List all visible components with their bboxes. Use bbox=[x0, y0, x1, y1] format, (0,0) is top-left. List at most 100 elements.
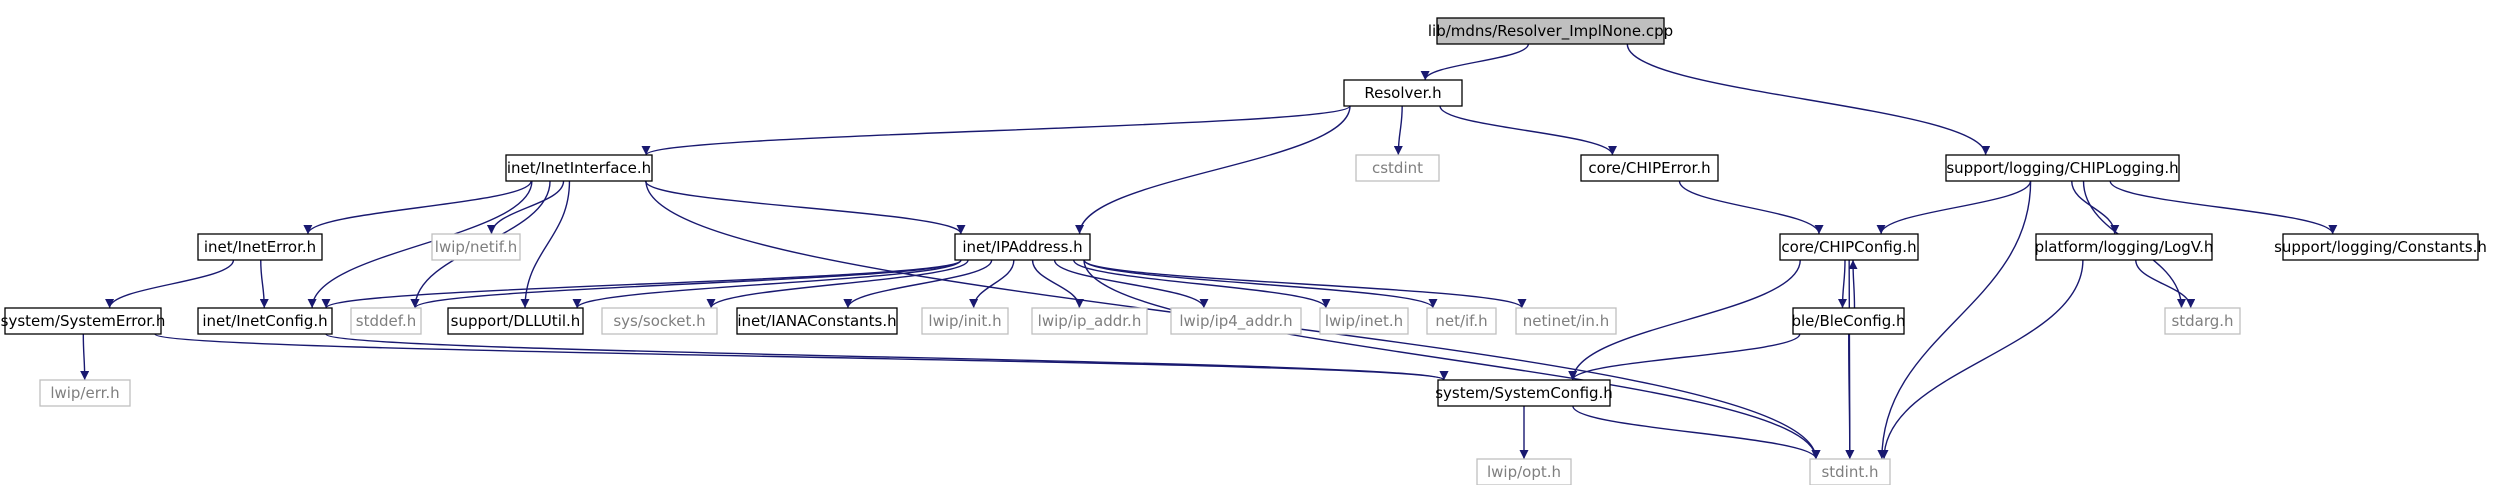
edge-support-logging-chiplogging-h-to-stdint-h bbox=[1877, 180, 2032, 460]
node-label: inet/InetInterface.h bbox=[507, 159, 651, 177]
node-box bbox=[2035, 233, 2213, 261]
edge-inet-ipaddress-h-to-inet-ianaconstants-h bbox=[843, 259, 993, 309]
node-box bbox=[1779, 233, 1919, 261]
node-lwip-init-h[interactable]: lwip/init.h bbox=[921, 307, 1009, 335]
edge-inet-inetinterface-h-to-inet-inetconfig-h bbox=[307, 180, 533, 309]
node-box bbox=[1031, 307, 1148, 335]
node-inet-inetconfig-h[interactable]: inet/InetConfig.h bbox=[197, 307, 333, 335]
node-support-dllutil-h[interactable]: support/DLLUtil.h bbox=[447, 307, 584, 335]
edge-ble-bleconfig-h-to-system-systemconfig-h bbox=[1568, 333, 1801, 381]
edge-platform-logging-logv-h-to-stdint-h bbox=[1879, 259, 2084, 460]
edge-core-chipconfig-h-to-ble-bleconfig-h bbox=[1838, 259, 1848, 309]
node-box bbox=[921, 307, 1009, 335]
node-support-logging-chiplogging-h[interactable]: support/logging/CHIPLogging.h bbox=[1945, 154, 2180, 182]
node-box bbox=[1343, 79, 1463, 107]
node-box bbox=[1580, 154, 1719, 182]
node-system-systemconfig-h[interactable]: system/SystemConfig.h bbox=[1435, 379, 1613, 407]
node-platform-logging-logv-h[interactable]: platform/logging/LogV.h bbox=[2035, 233, 2214, 261]
node-lwip-ip-addr-h[interactable]: lwip/ip_addr.h bbox=[1031, 307, 1148, 335]
edge-inet-inetinterface-h-to-lwip-netif-h bbox=[486, 180, 565, 235]
node-label: inet/InetError.h bbox=[204, 238, 316, 256]
node-box bbox=[1476, 458, 1572, 485]
node-support-logging-constants-h[interactable]: support/logging/Constants.h bbox=[2274, 233, 2487, 261]
node-box bbox=[4, 307, 162, 335]
edge-resolver-h-to-core-chiperror-h bbox=[1439, 105, 1617, 156]
edge-inet-ineterror-h-to-inet-inetconfig-h bbox=[259, 259, 269, 309]
node-inet-ineterror-h[interactable]: inet/InetError.h bbox=[197, 233, 323, 261]
node-inet-inetinterface-h[interactable]: inet/InetInterface.h bbox=[505, 154, 653, 182]
node-label: core/CHIPError.h bbox=[1588, 159, 1710, 177]
node-label: support/logging/CHIPLogging.h bbox=[1946, 159, 2178, 177]
node-stdint-h[interactable]: stdint.h bbox=[1809, 458, 1891, 485]
node-label: platform/logging/LogV.h bbox=[2035, 238, 2214, 256]
node-label: inet/IANAConstants.h bbox=[737, 312, 896, 330]
edge-lib-mdns-resolver-implnone-cpp-to-support-logging-chiplogging-h bbox=[1626, 43, 1991, 156]
node-label: lwip/netif.h bbox=[435, 238, 517, 256]
node-net-if-h[interactable]: net/if.h bbox=[1426, 307, 1497, 335]
node-label: support/logging/Constants.h bbox=[2274, 238, 2487, 256]
node-box bbox=[350, 307, 422, 335]
node-core-chiperror-h[interactable]: core/CHIPError.h bbox=[1580, 154, 1719, 182]
node-stddef-h[interactable]: stddef.h bbox=[350, 307, 422, 335]
node-system-systemerror-h[interactable]: system/SystemError.h bbox=[1, 307, 166, 335]
node-label: net/if.h bbox=[1435, 312, 1487, 330]
node-box bbox=[1437, 379, 1611, 407]
node-inet-ipaddress-h[interactable]: inet/IPAddress.h bbox=[954, 233, 1091, 261]
node-label: lwip/err.h bbox=[50, 384, 119, 402]
node-label: lib/mdns/Resolver_ImplNone.cpp bbox=[1428, 22, 1673, 41]
edge-platform-logging-logv-h-to-stdarg-h bbox=[2135, 259, 2196, 309]
node-resolver-h[interactable]: Resolver.h bbox=[1343, 79, 1463, 107]
edge-system-systemerror-h-to-lwip-err-h bbox=[80, 333, 90, 381]
node-sys-socket-h[interactable]: sys/socket.h bbox=[601, 307, 718, 335]
edge-ble-bleconfig-h-to-stdint-h bbox=[1845, 333, 1855, 460]
node-box bbox=[1170, 307, 1302, 335]
edge-inet-inetinterface-h-to-inet-ineterror-h bbox=[303, 180, 532, 235]
edge-ble-bleconfig-h-to-core-chipconfig-h bbox=[1848, 259, 1858, 309]
node-stdarg-h[interactable]: stdarg.h bbox=[2164, 307, 2241, 335]
edge-resolver-h-to-inet-ipaddress-h bbox=[1075, 105, 1351, 235]
node-lwip-ip4-addr-h[interactable]: lwip/ip4_addr.h bbox=[1170, 307, 1302, 335]
edge-resolver-h-to-cstdint bbox=[1393, 105, 1403, 156]
edge-inet-ipaddress-h-to-lwip-ip4-addr-h bbox=[1053, 259, 1209, 309]
node-box bbox=[1319, 307, 1409, 335]
node-lwip-inet-h[interactable]: lwip/inet.h bbox=[1319, 307, 1409, 335]
node-label: core/CHIPConfig.h bbox=[1781, 238, 1916, 256]
edge-core-chiperror-h-to-core-chipconfig-h bbox=[1678, 180, 1824, 235]
node-lib-mdns-resolver-implnone-cpp[interactable]: lib/mdns/Resolver_ImplNone.cpp bbox=[1428, 17, 1673, 45]
node-box bbox=[1355, 154, 1440, 182]
node-layer: lib/mdns/Resolver_ImplNone.cppResolver.h… bbox=[1, 17, 2487, 485]
node-box bbox=[1515, 307, 1617, 335]
edge-inet-ipaddress-h-to-net-if-h bbox=[1083, 259, 1438, 309]
node-box bbox=[431, 233, 521, 261]
node-box bbox=[2164, 307, 2241, 335]
node-netinet-in-h[interactable]: netinet/in.h bbox=[1515, 307, 1617, 335]
edge-support-logging-chiplogging-h-to-support-logging-constants-h bbox=[2109, 180, 2338, 235]
node-label: stddef.h bbox=[356, 312, 416, 330]
node-cstdint[interactable]: cstdint bbox=[1355, 154, 1440, 182]
node-inet-ianaconstants-h[interactable]: inet/IANAConstants.h bbox=[736, 307, 898, 335]
edge-system-systemerror-h-to-system-systemconfig-h bbox=[154, 333, 1448, 381]
node-box bbox=[1426, 307, 1497, 335]
node-label: sys/socket.h bbox=[613, 312, 705, 330]
node-box bbox=[736, 307, 898, 335]
node-label: support/DLLUtil.h bbox=[451, 312, 581, 330]
node-label: Resolver.h bbox=[1364, 84, 1441, 102]
edge-inet-ipaddress-h-to-netinet-in-h bbox=[1083, 259, 1527, 309]
edge-support-logging-chiplogging-h-to-platform-logging-logv-h bbox=[2071, 180, 2120, 235]
node-core-chipconfig-h[interactable]: core/CHIPConfig.h bbox=[1779, 233, 1919, 261]
edge-inet-inetinterface-h-to-inet-ipaddress-h bbox=[644, 180, 966, 235]
edge-inet-ipaddress-h-to-lwip-init-h bbox=[969, 259, 1015, 309]
node-lwip-opt-h[interactable]: lwip/opt.h bbox=[1476, 458, 1572, 485]
edge-lib-mdns-resolver-implnone-cpp-to-resolver-h bbox=[1420, 43, 1530, 81]
node-label: inet/InetConfig.h bbox=[202, 312, 327, 330]
edge-inet-ipaddress-h-to-sys-socket-h bbox=[706, 259, 969, 309]
node-label: system/SystemConfig.h bbox=[1435, 384, 1613, 402]
node-label: cstdint bbox=[1372, 159, 1423, 177]
node-ble-bleconfig-h[interactable]: ble/BleConfig.h bbox=[1791, 307, 1906, 335]
node-label: inet/IPAddress.h bbox=[962, 238, 1082, 256]
node-box bbox=[447, 307, 584, 335]
node-lwip-err-h[interactable]: lwip/err.h bbox=[39, 379, 131, 407]
node-lwip-netif-h[interactable]: lwip/netif.h bbox=[431, 233, 521, 261]
node-label: system/SystemError.h bbox=[1, 312, 166, 330]
